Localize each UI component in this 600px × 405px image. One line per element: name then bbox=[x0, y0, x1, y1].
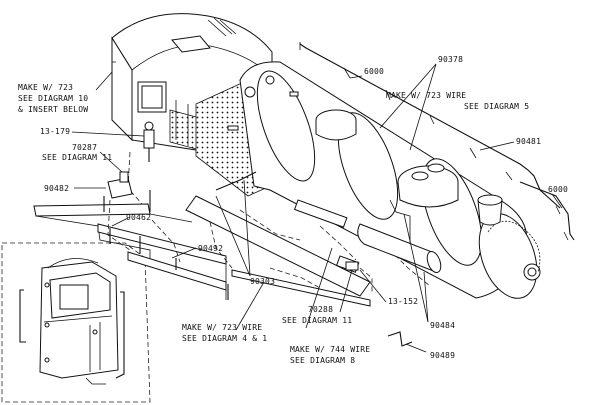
dashed-connectors bbox=[107, 151, 431, 292]
cab-back-panel bbox=[39, 258, 119, 379]
inset-box bbox=[1, 242, 151, 403]
label-90481: 90481 bbox=[516, 137, 541, 146]
label-make723-d10: MAKE W/ 723 SEE DIAGRAM 10 & INSERT BELO… bbox=[18, 83, 93, 114]
label-make744-d8: MAKE W/ 744 WIRE SEE DIAGRAM 8 bbox=[290, 345, 375, 365]
small-parts bbox=[103, 121, 413, 347]
label-13-179: 13-179 bbox=[40, 127, 70, 136]
label-90378: 90378 bbox=[438, 55, 463, 64]
label-90462: 90462 bbox=[126, 213, 151, 222]
handrail-wires bbox=[299, 42, 575, 241]
air-tank bbox=[293, 199, 442, 274]
label-90492: 90492 bbox=[198, 244, 223, 253]
label-70287: 70287 SEE DIAGRAM 11 bbox=[42, 143, 112, 162]
label-6000-top: 6000 bbox=[364, 67, 384, 76]
label-90482: 90482 bbox=[44, 184, 69, 193]
running-board-frame bbox=[33, 190, 371, 307]
label-6000-right: 6000 bbox=[548, 185, 568, 194]
label-90303: 90303 bbox=[250, 277, 275, 286]
label-90484: 90484 bbox=[430, 321, 455, 330]
label-70288: 70288 SEE DIAGRAM 11 bbox=[282, 305, 352, 325]
label-make723-d4: MAKE W/ 723 WIRE SEE DIAGRAM 4 & 1 bbox=[182, 323, 267, 343]
part-labels: MAKE W/ 723 SEE DIAGRAM 10 & INSERT BELO… bbox=[18, 55, 568, 365]
label-90489: 90489 bbox=[430, 351, 455, 360]
label-make723-d5: MAKE W/ 723 WIRE SEE DIAGRAM 5 bbox=[386, 91, 529, 111]
boiler bbox=[195, 61, 541, 299]
label-13-152: 13-152 bbox=[388, 297, 418, 306]
cab-handrail bbox=[19, 289, 125, 385]
leader-lines bbox=[71, 63, 563, 353]
